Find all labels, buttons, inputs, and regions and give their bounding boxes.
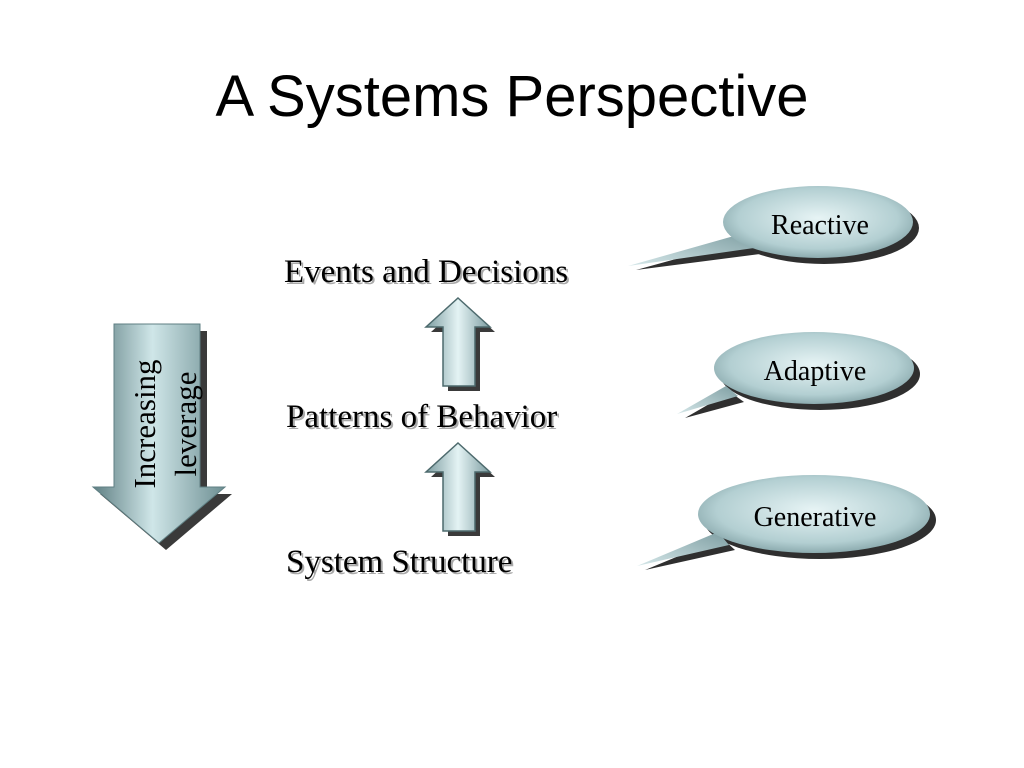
- up-arrow-icon: [424, 296, 495, 391]
- events-label: Events and Decisions: [284, 254, 568, 290]
- patterns-label: Patterns of Behavior: [286, 399, 557, 435]
- reactive-label: Reactive: [771, 210, 869, 241]
- structure-label-shadow: System Structure: [288, 546, 514, 582]
- leverage-label-line1: Increasing: [127, 359, 162, 488]
- reactive-speech-bubble: Reactive: [628, 186, 919, 270]
- adaptive-label: Adaptive: [764, 356, 867, 387]
- structure-label: System Structure: [286, 544, 512, 580]
- events-label-shadow: Events and Decisions: [286, 256, 570, 292]
- leverage-label-line2: leverage: [168, 372, 203, 477]
- generative-label: Generative: [754, 502, 877, 533]
- adaptive-speech-bubble: Adaptive: [677, 332, 920, 418]
- patterns-label-shadow: Patterns of Behavior: [288, 401, 559, 437]
- leverage-down-arrow: Increasing leverage: [91, 323, 232, 550]
- generative-speech-bubble: Generative: [637, 475, 936, 570]
- up-arrow-icon: [424, 441, 495, 536]
- slide-title: A Systems Perspective: [215, 64, 809, 129]
